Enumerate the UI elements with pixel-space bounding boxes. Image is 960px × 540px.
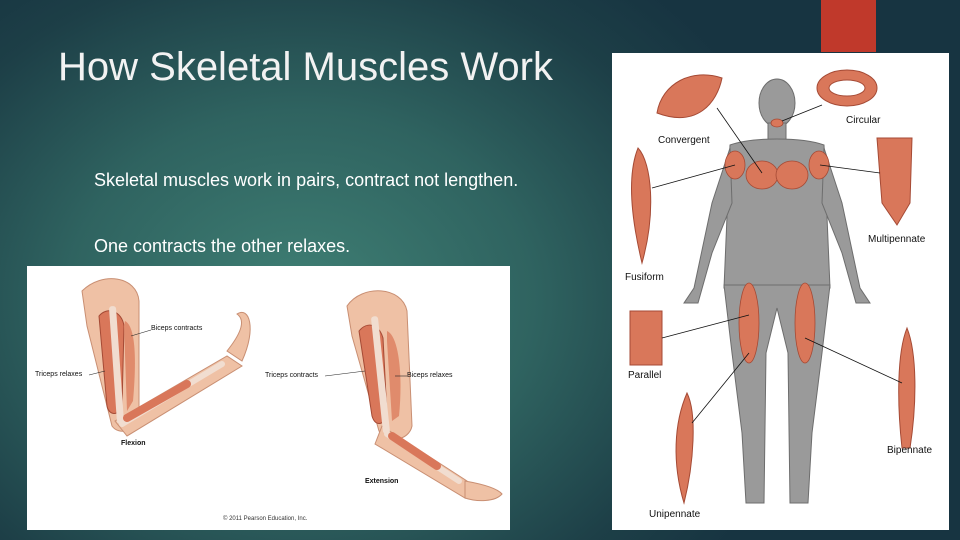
label-biceps-relaxes: Biceps relaxes: [407, 372, 453, 379]
label-convergent: Convergent: [658, 135, 710, 146]
body-illustration: [629, 69, 916, 505]
label-unipennate: Unipennate: [649, 509, 701, 520]
human-body: [683, 78, 871, 504]
flexion-arm: [81, 278, 251, 437]
body-muscles: [724, 118, 830, 364]
slide-title: How Skeletal Muscles Work: [58, 45, 553, 89]
label-bipennate: Bipennate: [887, 445, 933, 456]
label-circular: Circular: [846, 115, 881, 126]
parallel-shape: [629, 310, 663, 366]
arm-muscle-figure: Biceps contracts Triceps relaxes Flexion…: [27, 266, 510, 530]
fusiform-shape: [631, 147, 652, 265]
label-multipennate: Multipennate: [868, 234, 926, 245]
label-flexion: Flexion: [121, 440, 146, 447]
accent-bar: [821, 0, 876, 52]
unipennate-shape: [675, 391, 694, 505]
bullet-pairs: Skeletal muscles work in pairs, contract…: [94, 170, 519, 190]
arm-illustration: [81, 278, 503, 502]
leader-lines-right: [651, 104, 903, 424]
muscle-shapes-figure: Convergent Circular Multipennate Fusifor…: [612, 53, 949, 530]
label-triceps-relaxes: Triceps relaxes: [35, 371, 83, 378]
convergent-shape: [656, 74, 723, 118]
label-extension: Extension: [365, 478, 399, 485]
bullet-contracts-relaxes: One contracts the other relaxes.: [94, 236, 351, 256]
leader-lines: [88, 329, 407, 377]
muscle-shape-examples: [629, 69, 916, 505]
label-triceps-contracts: Triceps contracts: [265, 372, 319, 379]
extension-arm: [346, 290, 503, 502]
label-biceps-contracts: Biceps contracts: [151, 325, 203, 332]
label-parallel: Parallel: [628, 370, 662, 381]
multipennate-shape: [876, 137, 913, 226]
bipennate-shape: [898, 326, 916, 449]
label-copyright: © 2011 Pearson Education, Inc.: [223, 516, 308, 522]
label-fusiform: Fusiform: [625, 272, 664, 283]
